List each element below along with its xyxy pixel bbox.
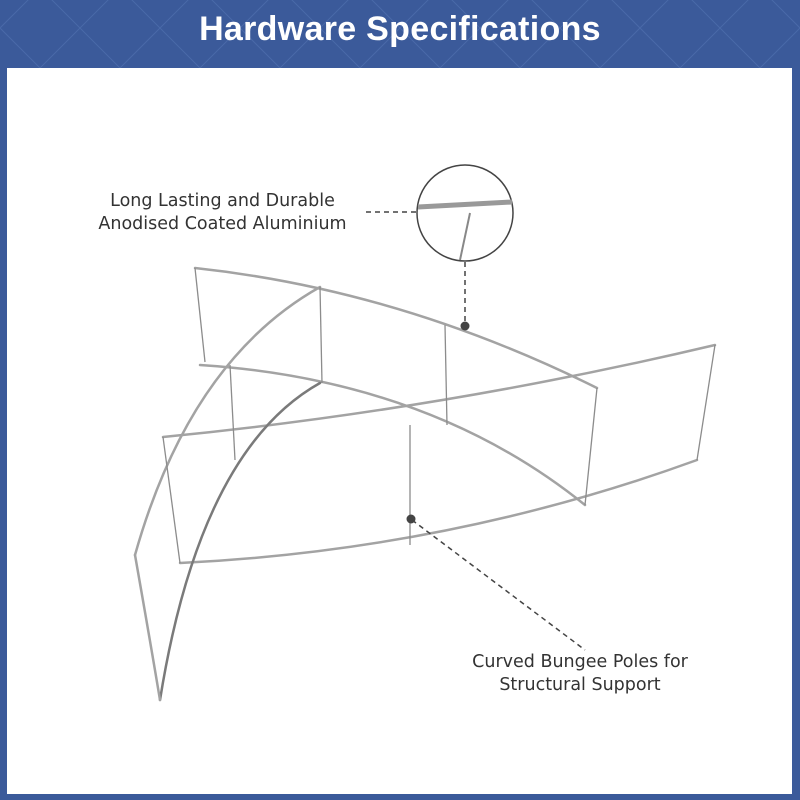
vertical-support (584, 387, 598, 506)
middle-rail (198, 363, 587, 507)
top-back-rail (193, 266, 599, 390)
callout-aluminium-line1: Long Lasting and Durable (110, 191, 335, 211)
left-bungee-outer (133, 285, 322, 557)
vertical-supports (162, 267, 716, 564)
callout-bungee-line1: Curved Bungee Poles for (472, 652, 688, 672)
page-title: Hardware Specifications (199, 10, 601, 48)
leader-bungee-label (411, 519, 586, 651)
vertical-support (229, 364, 236, 461)
front-upper-rail (161, 343, 717, 439)
banner-pattern (0, 0, 800, 68)
content-panel (7, 68, 792, 794)
callout-dot-pole (406, 514, 416, 524)
vertical-support (162, 436, 181, 564)
callout-bungee: Curved Bungee Poles for Structural Suppo… (440, 651, 720, 697)
vertical-support (194, 267, 206, 363)
vertical-support (444, 324, 448, 426)
zoom-magnifier-circle (416, 164, 514, 262)
left-bungee-inner (158, 381, 322, 702)
vertical-support (696, 344, 716, 461)
callout-aluminium-line2: Anodised Coated Aluminium (98, 214, 347, 234)
magnified-rail (417, 199, 513, 210)
bottom-rail (178, 458, 699, 565)
vertical-support (319, 286, 323, 384)
callout-leader-lines (366, 211, 586, 651)
callout-bungee-line2: Structural Support (499, 675, 661, 695)
magnified-support (459, 212, 471, 261)
lower-bungee (133, 553, 162, 702)
callout-aluminium: Long Lasting and Durable Anodised Coated… (80, 190, 365, 236)
callout-dot-rail (460, 321, 470, 331)
